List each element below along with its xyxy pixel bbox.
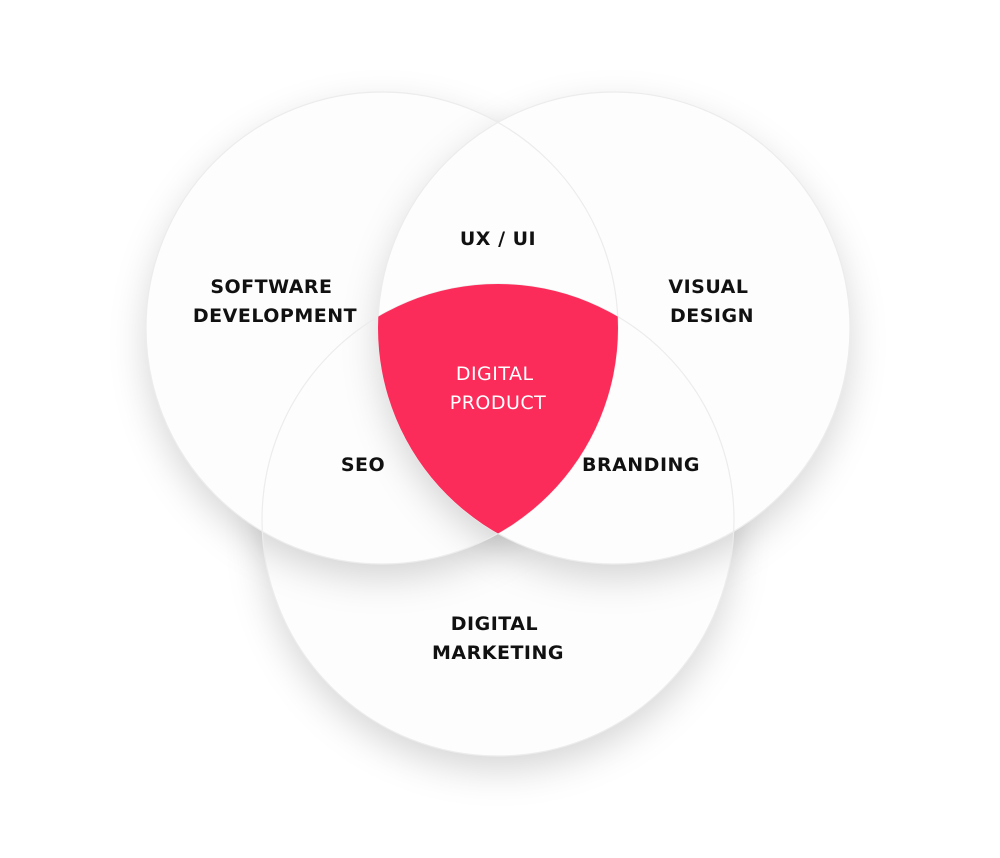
label-software-development: SOFTWARE DEVELOPMENT: [193, 276, 357, 327]
label-seo: SEO: [341, 454, 385, 476]
label-digital-product: DIGITAL PRODUCT: [450, 363, 547, 414]
label-digital-marketing: DIGITAL MARKETING: [432, 613, 564, 664]
label-branding: BRANDING: [582, 454, 700, 476]
label-visual-design: VISUAL DESIGN: [668, 276, 755, 327]
label-ux-ui: UX / UI: [460, 228, 536, 250]
